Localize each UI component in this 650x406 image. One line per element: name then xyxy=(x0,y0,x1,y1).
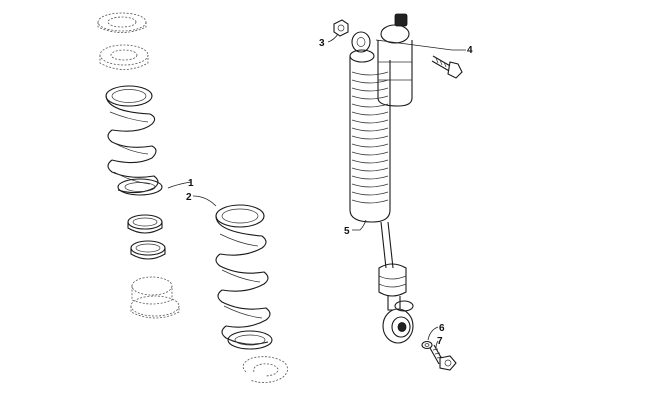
leader-4 xyxy=(375,39,466,51)
callout-4: 4 xyxy=(467,45,473,56)
top-mount-bolt xyxy=(431,55,463,79)
spring-adjuster-ring-lower xyxy=(130,240,166,260)
callout-5: 5 xyxy=(344,226,350,237)
upper-spring-retainer-top xyxy=(97,12,147,33)
callout-6: 6 xyxy=(439,323,445,334)
callout-7: 7 xyxy=(437,336,443,347)
leader-3 xyxy=(327,33,339,43)
spring-adjuster-ring-upper xyxy=(127,214,163,234)
leader-5 xyxy=(352,219,367,231)
callout-2: 2 xyxy=(186,192,192,203)
leader-7 xyxy=(435,340,439,349)
leader-1 xyxy=(167,181,192,189)
callout-1: 1 xyxy=(188,178,194,189)
leader-6 xyxy=(427,326,439,341)
lower-spring-retainer xyxy=(242,356,288,383)
shock-absorber xyxy=(349,13,414,344)
upper-spring-retainer-lower xyxy=(99,44,149,70)
upper-spring xyxy=(105,85,163,196)
lower-spring xyxy=(215,204,273,350)
washer xyxy=(421,340,433,350)
spring-seat-cap xyxy=(130,276,180,319)
nut xyxy=(333,19,349,37)
leader-2 xyxy=(192,195,217,207)
callout-3: 3 xyxy=(319,38,325,49)
lower-mount-bolt xyxy=(429,344,457,371)
